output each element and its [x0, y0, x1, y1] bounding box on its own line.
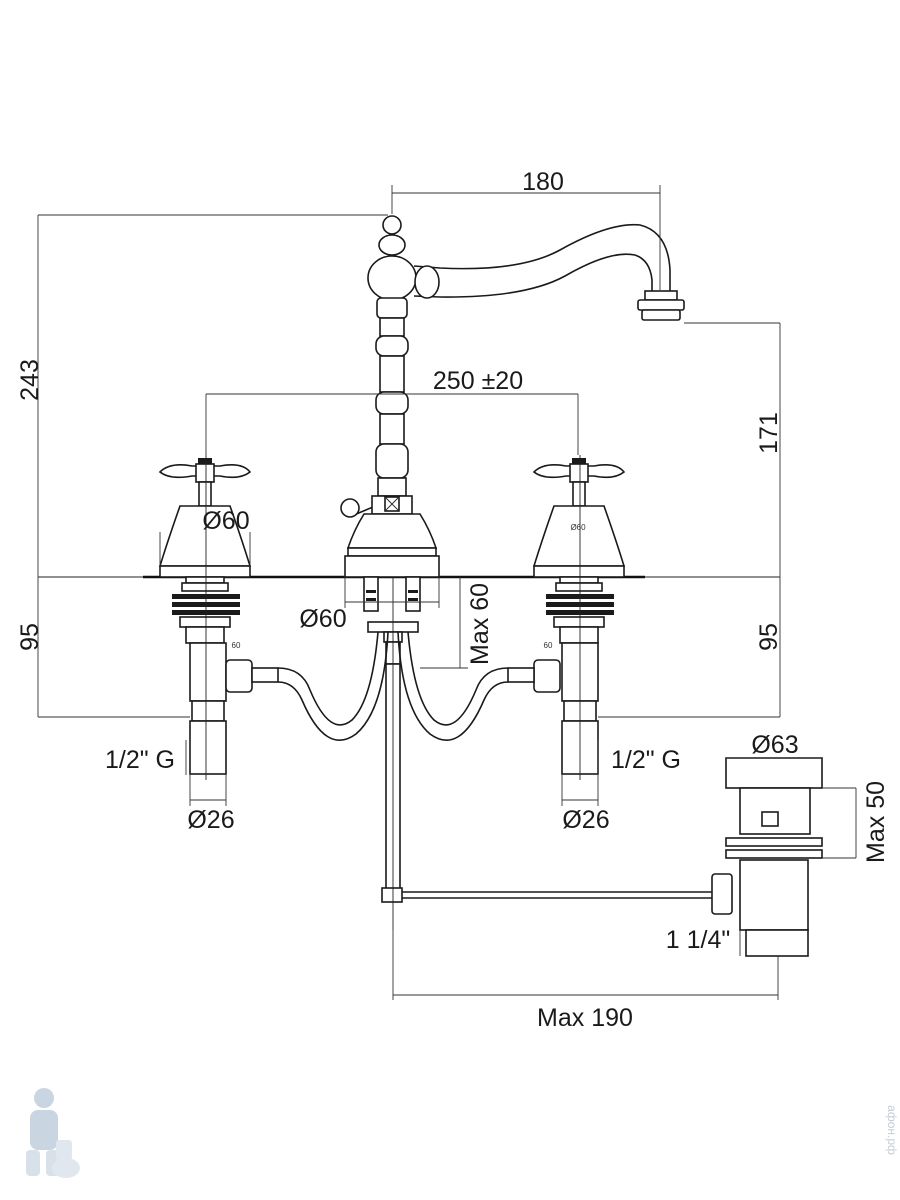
dim-shank-diameter-left: Ø26	[187, 806, 234, 834]
mark-small-right: 60	[544, 641, 553, 650]
dim-spout-base: Ø60	[299, 605, 346, 633]
mark-small-left: 60	[232, 641, 241, 650]
flex-hoses	[225, 631, 561, 741]
dim-spout-reach: 180	[522, 168, 564, 196]
spout-assembly	[340, 215, 685, 665]
left-handle-assembly	[158, 455, 252, 780]
dim-handle-base-left: Ø60	[202, 507, 249, 535]
dim-waste-head-diameter: Ø63	[751, 731, 798, 759]
dim-thread-left: 1/2" G	[105, 746, 175, 774]
dim-shank-length-left: 95	[16, 623, 44, 651]
dim-total-height: 243	[16, 359, 44, 401]
dim-waste-max-height: Max 50	[862, 781, 890, 863]
watermark-side-text: афон.рф	[885, 1105, 899, 1155]
dim-thread-right: 1/2" G	[611, 746, 681, 774]
dim-handle-base-right: Ø60	[570, 523, 586, 532]
dim-max-deck-thickness: Max 60	[466, 583, 494, 665]
dim-shank-diameter-right: Ø26	[562, 806, 609, 834]
dim-center-distance: 250 ±20	[433, 367, 523, 395]
right-handle-assembly	[532, 455, 626, 780]
dim-waste-thread: 1 1/4"	[666, 926, 730, 954]
dim-shank-length-right: 95	[755, 623, 783, 651]
popup-waste-assembly	[381, 663, 823, 957]
plumber-mascot-icon	[26, 1088, 80, 1178]
dimension-lines	[37, 185, 857, 1000]
dim-spout-height: 171	[755, 412, 783, 454]
dim-rod-max-length: Max 190	[537, 1004, 633, 1032]
